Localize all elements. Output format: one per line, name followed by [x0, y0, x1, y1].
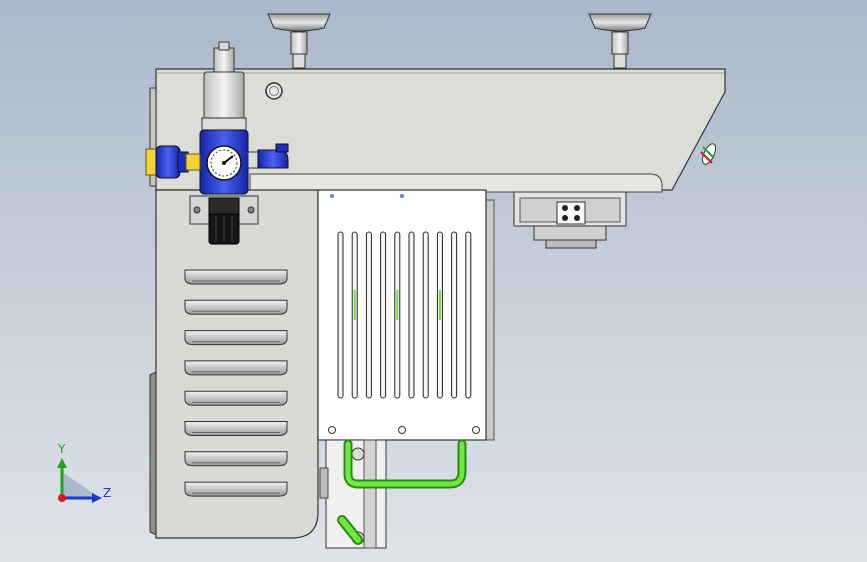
vent-slot [184, 390, 288, 406]
pressure-gauge-icon [206, 145, 242, 181]
vent-slot [184, 330, 288, 346]
mount-block [513, 191, 627, 249]
vent-slot [184, 299, 288, 315]
elbow-fitting [247, 143, 289, 169]
vent-slot [184, 451, 288, 467]
vented-panel [317, 189, 495, 441]
panel-slot [337, 231, 344, 399]
panel-slot [422, 231, 429, 399]
panel-slot [365, 231, 372, 399]
panel-slot [465, 231, 472, 399]
triad-z-label: Z [103, 486, 112, 500]
leveling-foot-right [588, 13, 652, 69]
coordinate-triad-icon [57, 458, 102, 503]
inlet-fitting [145, 145, 201, 179]
vent-slot [184, 481, 288, 497]
vent-slot [184, 421, 288, 436]
air-regulator [189, 41, 259, 245]
housing-hole [265, 82, 283, 100]
panel-slot [408, 231, 415, 399]
triad-y-label: Y [58, 442, 66, 456]
side-indicator [700, 143, 716, 165]
vent-slot [184, 360, 288, 376]
leveling-foot-left [267, 13, 331, 69]
vent-slot [184, 269, 288, 285]
vent-slots [184, 269, 288, 497]
panel-slot [380, 231, 387, 399]
panel-slot [451, 231, 458, 399]
green-hose [337, 439, 467, 545]
